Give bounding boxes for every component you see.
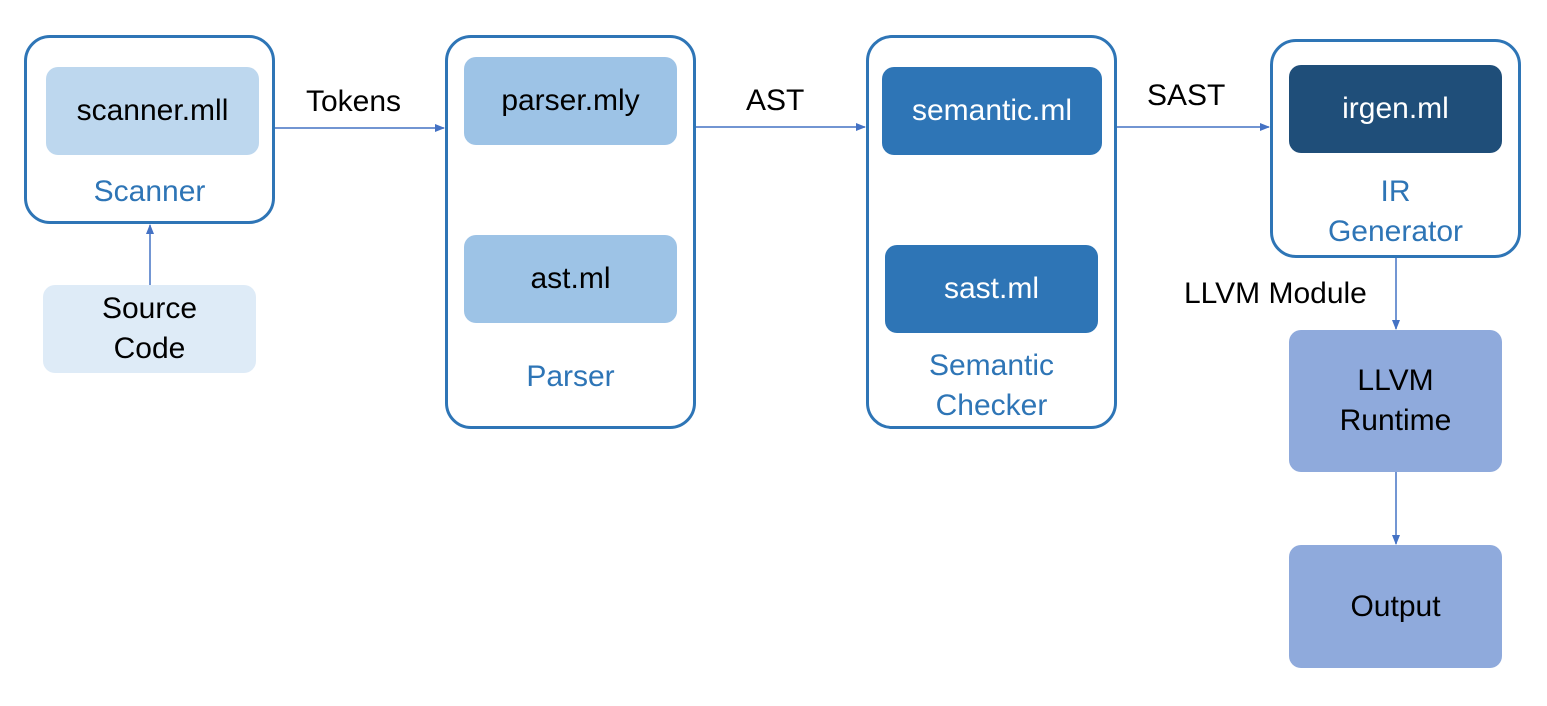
source-code-box: Source Code [43, 285, 256, 373]
sast-file-box: sast.ml [885, 245, 1098, 333]
irgen-file-box: irgen.ml [1289, 65, 1502, 153]
parser-file-box: parser.mly [464, 57, 677, 145]
edge-label-ast: AST [746, 84, 805, 117]
edge-label-sast: SAST [1147, 79, 1226, 112]
llvm-runtime-box: LLVM Runtime [1289, 330, 1502, 472]
scanner-group-label: Scanner [93, 175, 206, 208]
output-box: Output [1289, 545, 1502, 668]
semantic-file-box: semantic.ml [882, 67, 1102, 155]
parser-group-label: Parser [526, 360, 615, 393]
semantic-checker-group-label: Semantic Checker [928, 349, 1055, 422]
scanner-file-box: scanner.mll [46, 67, 259, 155]
ast-file-box: ast.ml [464, 235, 677, 323]
edge-label-tokens: Tokens [306, 85, 402, 118]
ir-generator-group-label: IR Generator [1327, 175, 1464, 248]
edge-label-llvm-module: LLVM Module [1184, 277, 1367, 310]
